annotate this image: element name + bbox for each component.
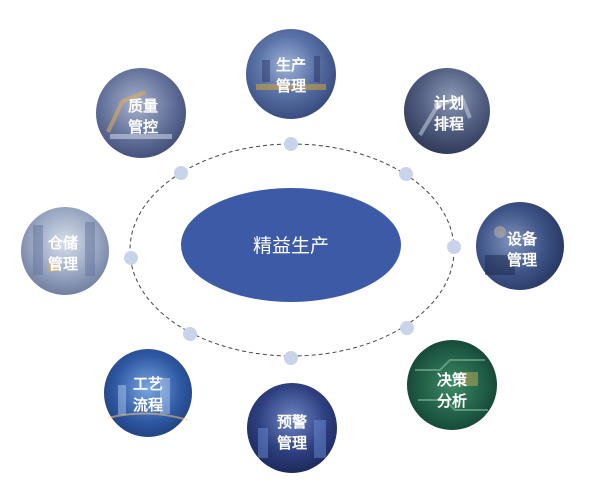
planning-label-line1: 计划 — [434, 94, 464, 112]
node-quality[interactable]: 质量 管控 — [96, 68, 186, 158]
warning-label-line2: 管理 — [277, 434, 307, 452]
circuit-trace-detail — [415, 359, 488, 411]
center-ellipse — [181, 188, 401, 302]
robot-arm-detail — [434, 101, 442, 109]
process-image-circle — [104, 349, 192, 437]
node-process[interactable]: 工艺 流程 — [104, 349, 192, 437]
planning-label-line2: 排程 — [434, 115, 464, 133]
building-detail — [314, 420, 326, 458]
center-hub[interactable]: 精益生产 — [181, 188, 401, 302]
skyline-detail — [118, 385, 126, 415]
node-decision[interactable]: 决策 分析 — [407, 340, 497, 430]
node-warning[interactable]: 预警 管理 — [247, 383, 337, 473]
ring-dot — [400, 321, 414, 335]
process-label-line2: 流程 — [133, 396, 163, 414]
ring-dot — [183, 327, 197, 341]
warehouse-image-circle — [21, 207, 109, 295]
factory-detail — [256, 84, 326, 90]
ring-dot — [124, 251, 138, 265]
light-trail-detail — [107, 412, 189, 421]
ring-dot — [284, 137, 298, 151]
warehouse-label-line2: 管理 — [48, 255, 78, 273]
ring-dots — [124, 137, 461, 365]
chip-detail — [462, 372, 478, 386]
production-image-circle — [246, 29, 336, 119]
robot-arm-detail — [418, 95, 472, 137]
ring-dot — [174, 166, 188, 180]
robot-detail — [106, 90, 146, 133]
factory-detail — [262, 60, 270, 82]
warning-label-line1: 预警 — [277, 413, 307, 431]
node-warehouse[interactable]: 仓储 管理 — [21, 207, 109, 295]
skyline-detail — [160, 378, 170, 414]
equipment-label-line2: 管理 — [507, 251, 537, 269]
ring-dot — [284, 351, 298, 365]
ring-dot — [399, 167, 413, 181]
assembly-line-detail — [110, 134, 172, 139]
quality-label-line2: 管控 — [128, 118, 158, 136]
planning-image-circle — [404, 68, 490, 154]
decision-image-circle — [407, 340, 497, 430]
node-planning[interactable]: 计划 排程 — [404, 68, 490, 154]
machine-detail — [485, 255, 515, 275]
equipment-label-line1: 设备 — [507, 230, 538, 248]
pallet-detail — [48, 262, 60, 272]
warehouse-label-line1: 仓储 — [47, 234, 78, 252]
factory-detail — [314, 56, 320, 82]
shelf-detail — [85, 222, 95, 276]
node-production[interactable]: 生产 管理 — [246, 29, 336, 119]
ring-dot — [447, 240, 461, 254]
process-label-line1: 工艺 — [133, 375, 163, 393]
building-detail — [258, 428, 268, 458]
node-equipment[interactable]: 设备 管理 — [476, 202, 564, 290]
worker-detail — [494, 226, 506, 238]
center-label: 精益生产 — [253, 235, 329, 257]
quality-label-line1: 质量 — [128, 97, 158, 115]
warning-image-circle — [247, 383, 337, 473]
production-label-line2: 管理 — [276, 77, 306, 95]
decision-label-line1: 决策 — [437, 371, 468, 389]
production-label-line1: 生产 — [276, 56, 306, 74]
shelf-detail — [33, 225, 43, 275]
decision-label-line2: 分析 — [437, 392, 467, 410]
